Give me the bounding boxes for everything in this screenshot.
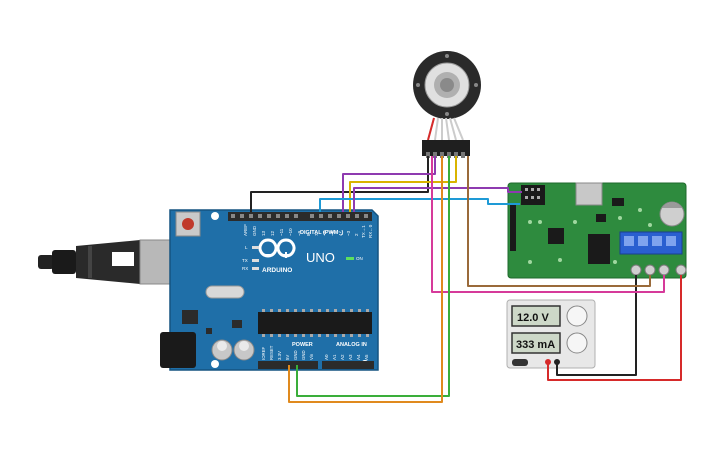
pin-label-5: ~5 bbox=[330, 230, 335, 236]
pin-label-gnd-2: GND bbox=[301, 350, 306, 360]
wire-black-psu[interactable] bbox=[556, 275, 637, 376]
pin-label-a5: A5 bbox=[364, 354, 369, 360]
power-pin-labels: IOREF RESET 3.3V 5V GND GND Vin bbox=[261, 345, 314, 360]
pin-label-a4: A4 bbox=[356, 354, 361, 360]
pin-label-aref: AREF bbox=[243, 224, 248, 236]
arduino-logo bbox=[258, 238, 296, 258]
pin-label-13: 13 bbox=[261, 230, 266, 236]
wire-green[interactable] bbox=[296, 156, 450, 397]
pin-label-gnd: GND bbox=[252, 225, 257, 236]
crystal-oscillator bbox=[205, 285, 245, 299]
driver-ic-1 bbox=[548, 228, 564, 244]
wire-yellow[interactable] bbox=[349, 156, 457, 212]
driver-usb-port bbox=[575, 182, 603, 206]
pin-label-7: 7 bbox=[314, 233, 319, 236]
pin-label-a1: A1 bbox=[332, 354, 337, 360]
voltage-regulator bbox=[182, 310, 198, 324]
voltage-display bbox=[511, 305, 561, 327]
analog-header-label: ANALOG IN bbox=[336, 342, 367, 348]
l-led-label: L bbox=[245, 245, 248, 250]
pin-label-a3: A3 bbox=[348, 354, 353, 360]
wire-red[interactable] bbox=[547, 275, 682, 381]
brand-label: ARDUINO bbox=[262, 267, 292, 274]
rx-label: RX bbox=[242, 266, 248, 271]
pin-label-3: ~3 bbox=[346, 230, 351, 236]
on-led-label: ON bbox=[356, 256, 363, 261]
pin-label-5v: 5V bbox=[285, 355, 290, 360]
current-readout: 333 mA bbox=[516, 339, 555, 351]
tx-label: TX bbox=[242, 258, 248, 263]
wire-black-gnd[interactable] bbox=[250, 156, 429, 212]
current-display bbox=[511, 332, 561, 354]
pin-label-reset: RESET bbox=[269, 345, 274, 360]
driver-ic-2 bbox=[588, 234, 610, 264]
voltage-readout: 12.0 V bbox=[517, 312, 549, 324]
pin-label-8: 8 bbox=[306, 233, 311, 236]
current-knob[interactable] bbox=[566, 332, 588, 354]
pin-label-6: ~6 bbox=[322, 230, 327, 236]
wires bbox=[250, 156, 682, 403]
power-switch[interactable] bbox=[512, 359, 528, 366]
rotary-encoder[interactable] bbox=[413, 51, 481, 158]
pin-label-vin: Vin bbox=[309, 353, 314, 360]
analog-pin-labels: A0 A1 A2 A3 A4 A5 bbox=[324, 354, 369, 360]
power-header-label: POWER bbox=[292, 342, 313, 348]
power-jack[interactable] bbox=[160, 332, 196, 368]
motor-driver-board[interactable] bbox=[507, 182, 687, 279]
pin-label-rx0: RX←0 bbox=[368, 224, 373, 238]
pin-label-gnd-1: GND bbox=[293, 350, 298, 360]
pin-label-12: 12 bbox=[270, 230, 275, 236]
model-label: UNO bbox=[306, 250, 335, 265]
wire-cyan[interactable] bbox=[319, 198, 520, 212]
power-supply[interactable]: 12.0 V 333 mA bbox=[506, 299, 596, 369]
wire-purple[interactable] bbox=[342, 156, 436, 212]
arduino-uno-board[interactable]: AREF GND 13 12 ~11 ~10 ~9 8 7 ~6 ~5 4 ~3… bbox=[160, 209, 379, 371]
pin-label-tx1: TX→1 bbox=[361, 225, 366, 238]
pin-label-2: 2 bbox=[354, 233, 359, 236]
l-led bbox=[252, 246, 259, 249]
analog-header[interactable] bbox=[322, 361, 374, 369]
on-led bbox=[346, 257, 354, 260]
pin-label-a0: A0 bbox=[324, 354, 329, 360]
digital-header-label: DIGITAL (PWM~) bbox=[300, 230, 344, 236]
pin-label-3v3: 3.3V bbox=[277, 351, 282, 360]
wire-orange[interactable] bbox=[288, 156, 443, 403]
tx-led bbox=[252, 259, 259, 262]
wire-brown[interactable] bbox=[467, 156, 651, 287]
pin-label-ioref: IOREF bbox=[261, 346, 266, 360]
wire-magenta[interactable] bbox=[431, 156, 665, 293]
usb-cable[interactable] bbox=[38, 239, 199, 285]
pin-label-10: ~10 bbox=[288, 228, 293, 236]
voltage-knob[interactable] bbox=[566, 305, 588, 327]
pin-label-a2: A2 bbox=[340, 354, 345, 360]
pin-label-4: 4 bbox=[338, 233, 343, 236]
atmega-chip bbox=[258, 312, 372, 334]
wire-purple-driver[interactable] bbox=[353, 187, 522, 212]
pin-label-11: ~11 bbox=[279, 228, 284, 236]
digital-pin-labels: AREF GND 13 12 ~11 ~10 ~9 8 7 ~6 ~5 4 ~3… bbox=[243, 224, 373, 238]
pin-label-9: ~9 bbox=[297, 230, 302, 236]
rx-led bbox=[252, 267, 259, 270]
